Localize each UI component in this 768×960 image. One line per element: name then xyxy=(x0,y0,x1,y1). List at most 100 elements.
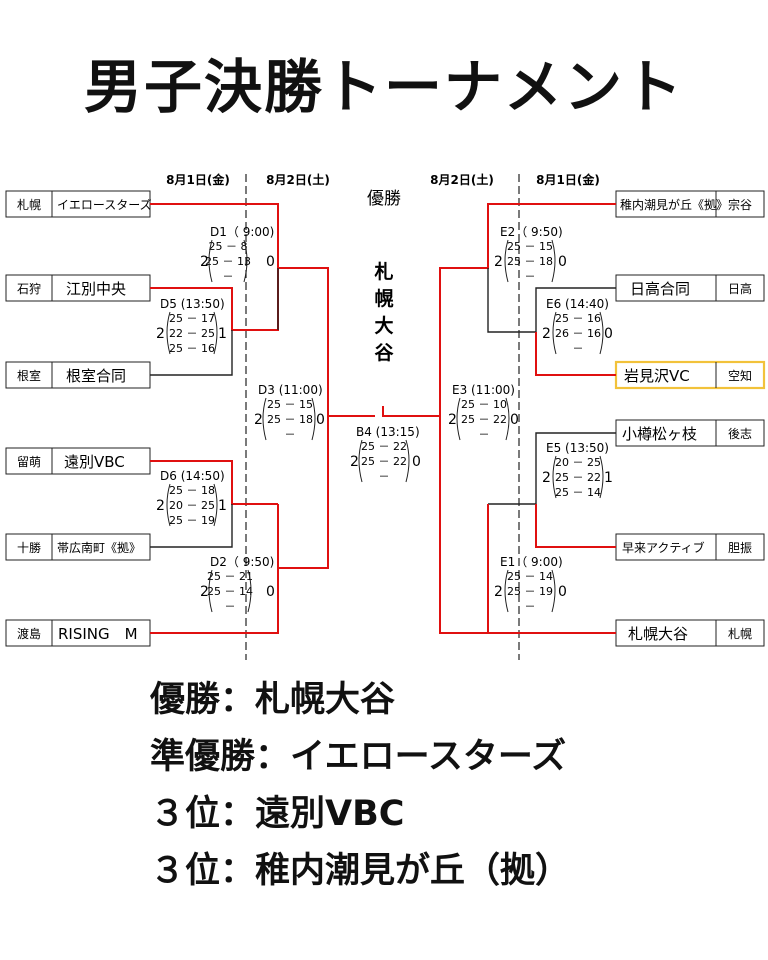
match-score-winner: 2 xyxy=(156,326,165,342)
set-score: 25 － 16 xyxy=(169,342,215,355)
team-prefecture: 後志 xyxy=(728,427,752,441)
match-label: B4 (13:15) xyxy=(356,425,420,439)
match-label: E5 (13:50) xyxy=(546,441,609,455)
set-score: － xyxy=(573,342,584,355)
set-score: 26 － 16 xyxy=(555,327,601,340)
match-score-winner: 2 xyxy=(156,498,165,514)
champion-char: 谷 xyxy=(374,342,394,364)
set-score: － xyxy=(525,600,536,613)
team-box: 早来アクティブ 胆振 xyxy=(615,533,765,561)
team-prefecture: 札幌 xyxy=(17,197,41,212)
match-D6: D6 (14:50) 25 － 18 20 － 25 25 － 19 2 1 xyxy=(156,469,227,527)
team-prefecture: 札幌 xyxy=(728,626,752,641)
set-score: 25 － 15 xyxy=(267,398,313,411)
set-score: － xyxy=(223,270,234,283)
team-prefecture: 十勝 xyxy=(17,540,41,555)
match-score-loser: 1 xyxy=(218,326,227,342)
match-score-loser: 0 xyxy=(510,412,519,428)
team-box: 渡島 RISING M xyxy=(5,619,151,647)
match-score-loser: 0 xyxy=(558,254,567,270)
team-name: 岩見沢VC xyxy=(624,367,690,385)
match-label: D1（ 9:00) xyxy=(210,225,274,239)
winner-path xyxy=(150,203,375,417)
set-score: 25 － 8 xyxy=(209,240,248,253)
match-score-loser: 0 xyxy=(316,412,325,428)
set-score: 25 － 18 xyxy=(507,255,553,268)
match-score-winner: 2 xyxy=(494,254,503,270)
team-prefecture: 宗谷 xyxy=(728,197,752,212)
result-third-place: ３位：遠別VBC xyxy=(150,794,405,834)
set-score: 25 － 21 xyxy=(207,570,253,583)
match-label: E3 (11:00) xyxy=(452,383,515,397)
team-box: 稚内潮見が丘《拠》 宗谷 xyxy=(615,190,765,218)
date-header-left-day1: 8月1日(金) xyxy=(166,172,230,187)
team-name: 稚内潮見が丘《拠》 xyxy=(620,197,728,212)
set-score: 25 － 22 xyxy=(361,440,407,453)
set-score: 25 － 22 xyxy=(361,455,407,468)
match-D5: D5 (13:50) 25 － 17 22 － 25 25 － 16 2 1 xyxy=(156,297,227,355)
team-box: 日高合同 日高 xyxy=(615,274,765,302)
team-box: 石狩 江別中央 xyxy=(5,274,151,302)
set-score: － xyxy=(379,470,390,483)
bracket-line xyxy=(535,504,616,548)
match-D2: D2（ 9:50) 25 － 21 25 － 14 － 2 0 xyxy=(200,555,275,613)
set-score: 25 － 16 xyxy=(555,312,601,325)
set-score: － xyxy=(479,428,490,441)
match-score-winner: 2 xyxy=(254,412,263,428)
result-champion: 優勝：札幌大谷 xyxy=(150,680,396,720)
set-score: 25 － 17 xyxy=(169,312,215,325)
set-score: 25 － 22 xyxy=(555,471,601,484)
team-name: 札幌大谷 xyxy=(628,625,688,643)
match-score-winner: 2 xyxy=(542,470,551,486)
champion-char: 幌 xyxy=(374,287,393,310)
match-score-loser: 1 xyxy=(218,498,227,514)
team-box: 札幌大谷 札幌 xyxy=(615,619,765,647)
set-score: 25 － 14 xyxy=(207,585,253,598)
match-label: D3 (11:00) xyxy=(258,383,323,397)
set-score: 25 － 10 xyxy=(461,398,507,411)
set-score: 25 － 18 xyxy=(169,484,215,497)
team-name: 早来アクティブ xyxy=(622,540,705,555)
bracket-line xyxy=(150,568,279,634)
bracket-line xyxy=(277,416,329,569)
bracket-line xyxy=(488,432,616,505)
team-name: 遠別VBC xyxy=(64,453,125,471)
bracket-line xyxy=(150,504,233,548)
match-score-loser: 0 xyxy=(266,254,275,270)
champion-char: 札 xyxy=(373,260,393,283)
set-score: 25 － 13 xyxy=(205,255,251,268)
match-score-loser: 0 xyxy=(266,584,275,600)
match-E6: E6 (14:40) 25 － 16 26 － 16 － 2 0 xyxy=(542,297,613,355)
date-header-left-day2: 8月2日(土) xyxy=(266,172,330,187)
match-label: E2（ 9:50) xyxy=(500,225,563,239)
team-name: 根室合同 xyxy=(66,367,126,385)
match-label: D2（ 9:50) xyxy=(210,555,274,569)
match-score-winner: 2 xyxy=(542,326,551,342)
team-name: 日高合同 xyxy=(630,280,690,298)
match-score-loser: 0 xyxy=(558,584,567,600)
set-score: 20 － 25 xyxy=(169,499,215,512)
set-score: 22 － 25 xyxy=(169,327,215,340)
bracket-line xyxy=(150,460,278,505)
set-score: 25 － 19 xyxy=(507,585,553,598)
match-E5: E5 (13:50) 20 － 25 25 － 22 25 － 14 2 1 xyxy=(542,441,613,499)
set-score: － xyxy=(525,270,536,283)
match-E2: E2（ 9:50) 25 － 15 25 － 18 － 2 0 xyxy=(494,225,567,283)
bracket-line xyxy=(150,330,233,376)
match-score-loser: 1 xyxy=(604,470,613,486)
results-list: 優勝：札幌大谷 準優勝：イエロースターズ ３位：遠別VBC ３位：稚内潮見が丘（… xyxy=(150,672,570,900)
team-prefecture: 根室 xyxy=(17,368,41,383)
set-score: － xyxy=(285,428,296,441)
team-name: イエロースターズ xyxy=(57,197,152,212)
team-box: 小樽松ヶ枝 後志 xyxy=(615,419,765,447)
match-B4: B4 (13:15) 25 － 22 25 － 22 － 2 0 xyxy=(350,425,421,483)
champion-char: 大 xyxy=(374,314,393,337)
team-box: 十勝 帯広南町《拠》 xyxy=(5,533,151,561)
team-box: 留萌 遠別VBC xyxy=(5,447,151,475)
match-score-loser: 0 xyxy=(412,454,421,470)
page-title: 男子決勝トーナメント xyxy=(83,53,684,121)
set-score: － xyxy=(225,600,236,613)
match-label: D5 (13:50) xyxy=(160,297,225,311)
winner-path xyxy=(382,406,488,634)
set-score: 25 － 18 xyxy=(267,413,313,426)
